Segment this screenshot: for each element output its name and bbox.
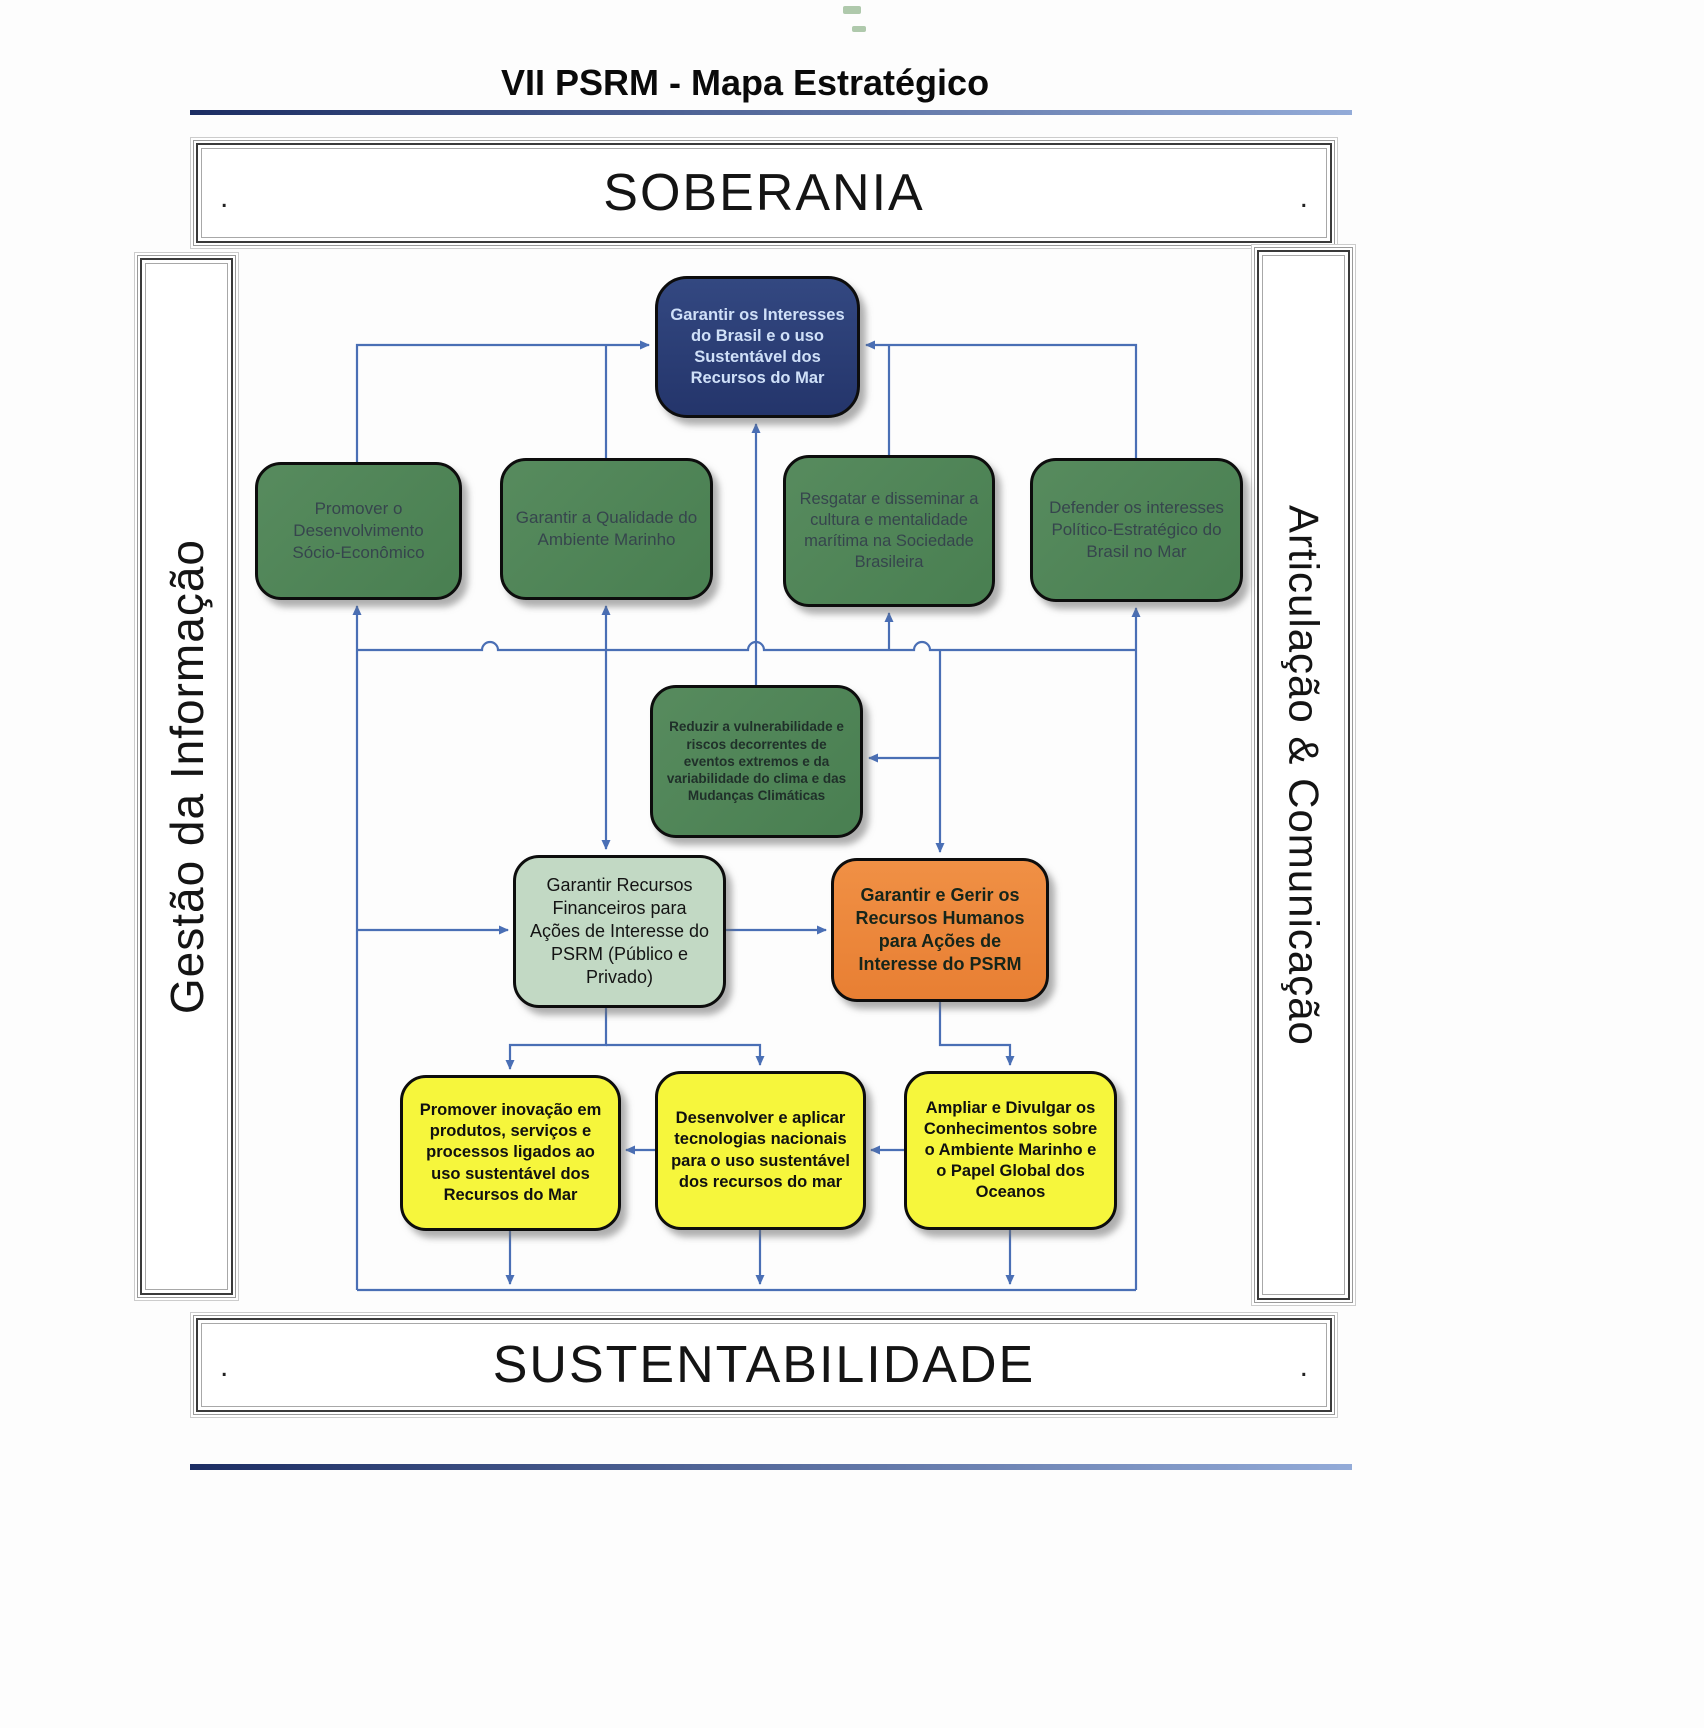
node-vulnerabilidade-clima: Reduzir a vulnerabilidade e riscos decor… <box>650 685 863 838</box>
scan-artifact <box>852 26 866 32</box>
banner-bottom-label: SUSTENTABILIDADE <box>492 1336 1036 1394</box>
node-recursos-financeiros: Garantir Recursos Financeiros para Ações… <box>513 855 726 1008</box>
node-qualidade-ambiente-marinho: Garantir a Qualidade do Ambiente Marinho <box>500 458 713 600</box>
banner-sustentabilidade: . SUSTENTABILIDADE . <box>196 1318 1332 1412</box>
node-conhecimentos-oceanos: Ampliar e Divulgar os Conhecimentos sobr… <box>904 1071 1117 1230</box>
node-inovacao-produtos: Promover inovação em produtos, serviços … <box>400 1075 621 1231</box>
connector-line <box>357 345 1136 1292</box>
banner-right-label: Articulação & Comunicação <box>1280 504 1328 1046</box>
connector-group <box>352 340 1141 1292</box>
page-title: VII PSRM - Mapa Estratégico <box>500 62 990 103</box>
node-objetivo-central: Garantir os Interesses do Brasil e o uso… <box>655 276 860 418</box>
connector-line <box>865 340 1138 458</box>
corner-dot: . <box>1299 181 1308 214</box>
node-cultura-maritima: Resgatar e disseminar a cultura e mental… <box>783 455 995 607</box>
connector-line <box>606 1043 765 1066</box>
node-desenvolvimento-socioeconomico: Promover o Desenvolvimento Sócio-Econômi… <box>255 462 462 600</box>
node-defesa-interesses: Defender os interesses Político-Estratég… <box>1030 458 1243 602</box>
bottom-rule <box>190 1464 1352 1470</box>
banner-articulacao-comunicacao: Articulação & Comunicação <box>1257 250 1350 1300</box>
corner-dot: . <box>220 181 229 214</box>
node-recursos-humanos: Garantir e Gerir os Recursos Humanos par… <box>831 858 1049 1002</box>
corner-dot: . <box>220 1350 229 1383</box>
corner-dot: . <box>1299 1350 1308 1383</box>
connector-line <box>938 1002 1015 1066</box>
connector-line <box>355 340 650 462</box>
scan-artifact <box>843 6 861 14</box>
banner-soberania: . SOBERANIA . <box>196 143 1332 243</box>
top-rule <box>190 110 1352 115</box>
banner-gestao-informacao: Gestão da Informação <box>140 258 233 1295</box>
banner-top-label: SOBERANIA <box>603 164 925 222</box>
node-tecnologias-nacionais: Desenvolver e aplicar tecnologias nacion… <box>655 1071 866 1230</box>
connector-line <box>505 1008 608 1070</box>
